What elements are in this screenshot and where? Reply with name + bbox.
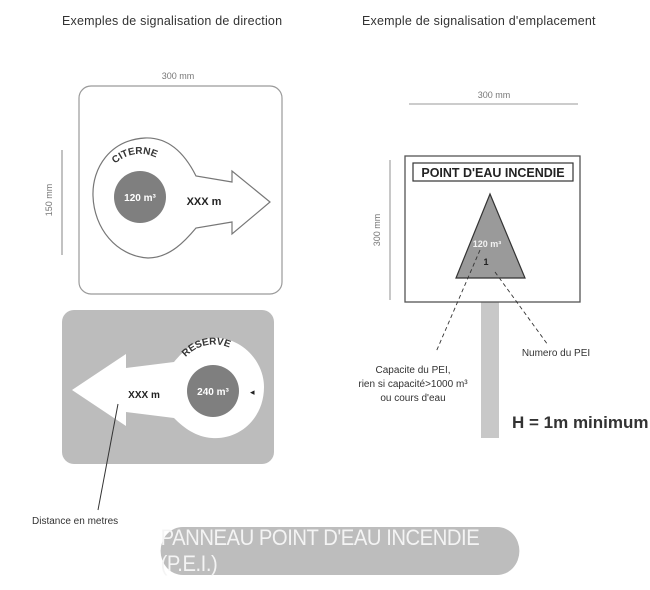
warning-triangle [455, 192, 526, 279]
volume-disc [114, 171, 166, 223]
location-sign-heading: Exemple de signalisation d'emplacement [362, 14, 596, 28]
direction-arrow-shape [92, 137, 271, 259]
distance-label: XXX m [128, 390, 160, 401]
distance-annotation: Distance en metres [32, 516, 118, 527]
capacity-annotation-line1: Capacite du PEI, [375, 365, 450, 376]
title-box [412, 162, 574, 182]
height-annotation: H = 1m minimum [512, 413, 649, 432]
pei-number-annotation: Numero du PEI [522, 348, 590, 359]
capacity-pointer-line [435, 249, 481, 353]
number-pointer-line [494, 271, 549, 346]
small-arrow-glyph: ◂ [250, 387, 255, 397]
volume-disc [187, 365, 239, 417]
direction-sign-citerne: 300 mm 150 mm 120 m³ CITERNE XXX m [44, 71, 283, 295]
volume-label: 120 m³ [473, 239, 502, 249]
width-dimension-label: 300 mm [162, 71, 195, 81]
location-sign: 300 mm 300 mm POINT D'EAU INCENDIE 120 m… [372, 90, 581, 438]
capacity-annotation-line3: ou cours d'eau [380, 393, 445, 404]
title-banner: PANNEAU POINT D'EAU INCENDIE (P.E.I.) [160, 525, 520, 576]
direction-signs-heading: Exemples de signalisation de direction [62, 14, 283, 28]
volume-label: 120 m³ [124, 193, 156, 204]
sign-post [481, 300, 499, 438]
distance-label: XXX m [187, 196, 222, 208]
distance-pointer-line [97, 403, 119, 511]
pei-number-label: 1 [483, 257, 488, 267]
sign-title: POINT D'EAU INCENDIE [421, 166, 564, 180]
volume-label: 240 m³ [197, 387, 229, 398]
height-dimension-label: 300 mm [372, 214, 382, 247]
capacity-annotation-line2: rien si capacité>1000 m³ [358, 379, 468, 390]
width-dimension-label: 300 mm [478, 90, 511, 100]
direction-sign-reserve: 240 m³ RESERVE XXX m ◂ [62, 310, 274, 464]
height-dimension-label: 150 mm [44, 184, 54, 217]
